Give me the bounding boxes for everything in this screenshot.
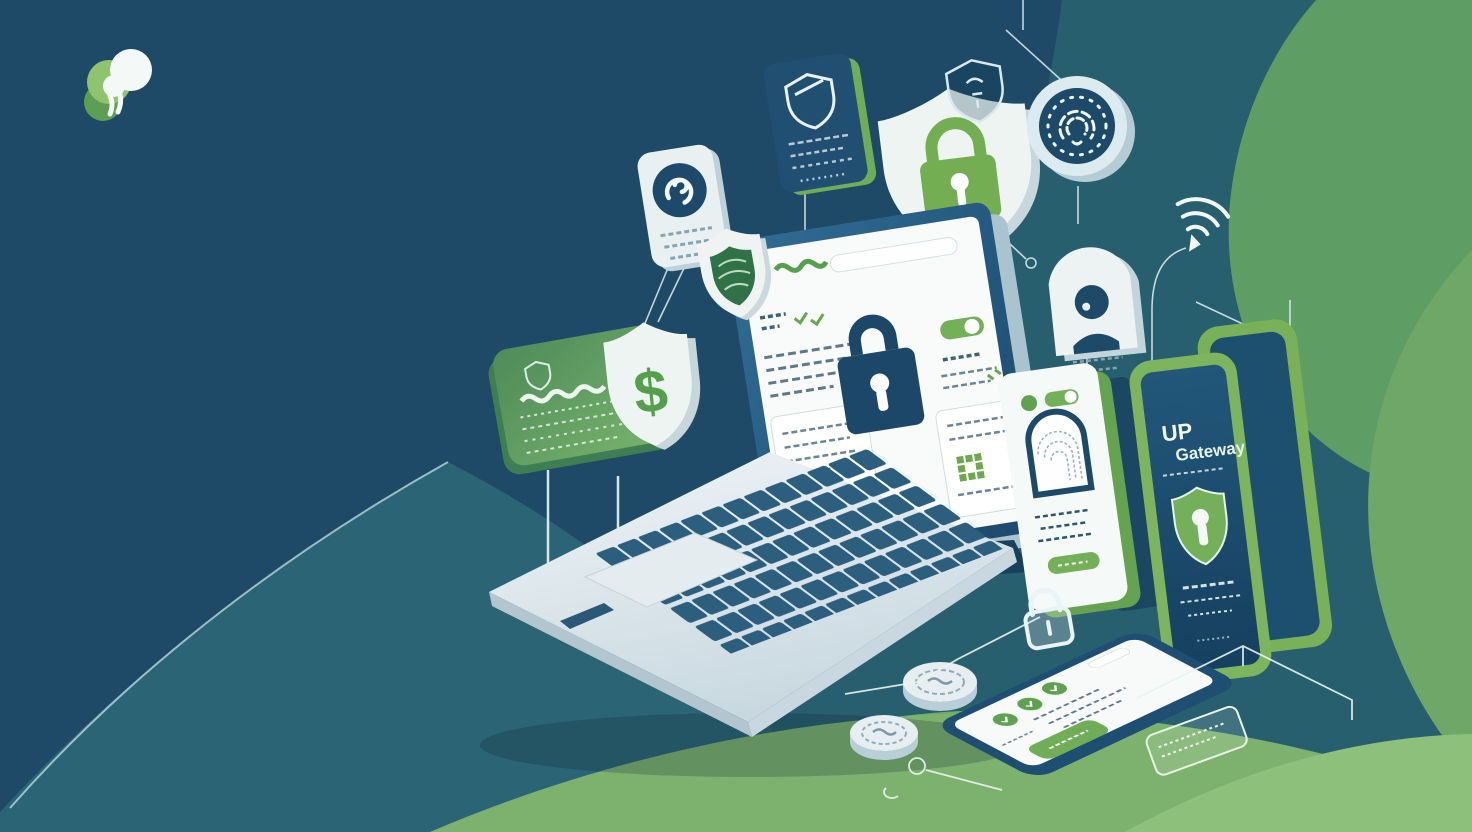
- user-arch-card: [1048, 247, 1147, 374]
- verified-shield-badge: [696, 228, 771, 321]
- wifi-icon: [1175, 197, 1231, 252]
- dollar-glyph: $: [631, 356, 671, 426]
- qr-icon: [956, 453, 985, 482]
- upi-logo: [76, 40, 176, 137]
- swirl-icon: [664, 177, 694, 205]
- search-pill: [829, 237, 958, 273]
- ground-outlines: [844, 616, 1353, 799]
- security-policy-card: [763, 53, 877, 195]
- keyboard: [593, 447, 1005, 654]
- laptop-base: [489, 447, 1030, 737]
- shield-sketch-icon: [944, 58, 1004, 124]
- key-shield-icon: [1170, 486, 1228, 566]
- toggle-on: [940, 316, 984, 340]
- coin-icon: [903, 662, 977, 711]
- fingerprint-arch-icon: [1025, 408, 1095, 499]
- phone-label-line1: UP: [1160, 418, 1193, 447]
- fingerprint-circle-icon: [1027, 76, 1135, 182]
- coin-icon: [850, 715, 918, 760]
- trackpad: [583, 532, 759, 608]
- receipt-outline: [1145, 705, 1248, 776]
- phone-front: UP Gateway: [1129, 352, 1272, 685]
- padlock-icon: [837, 314, 925, 435]
- shield-outline-icon: [523, 360, 552, 391]
- fingerprint-panel: [998, 363, 1141, 618]
- flat-phone: [942, 633, 1232, 775]
- shield-outline-icon: [784, 73, 836, 130]
- dollar-shield-icon: $: [603, 322, 701, 450]
- toggle-on: [1044, 389, 1079, 407]
